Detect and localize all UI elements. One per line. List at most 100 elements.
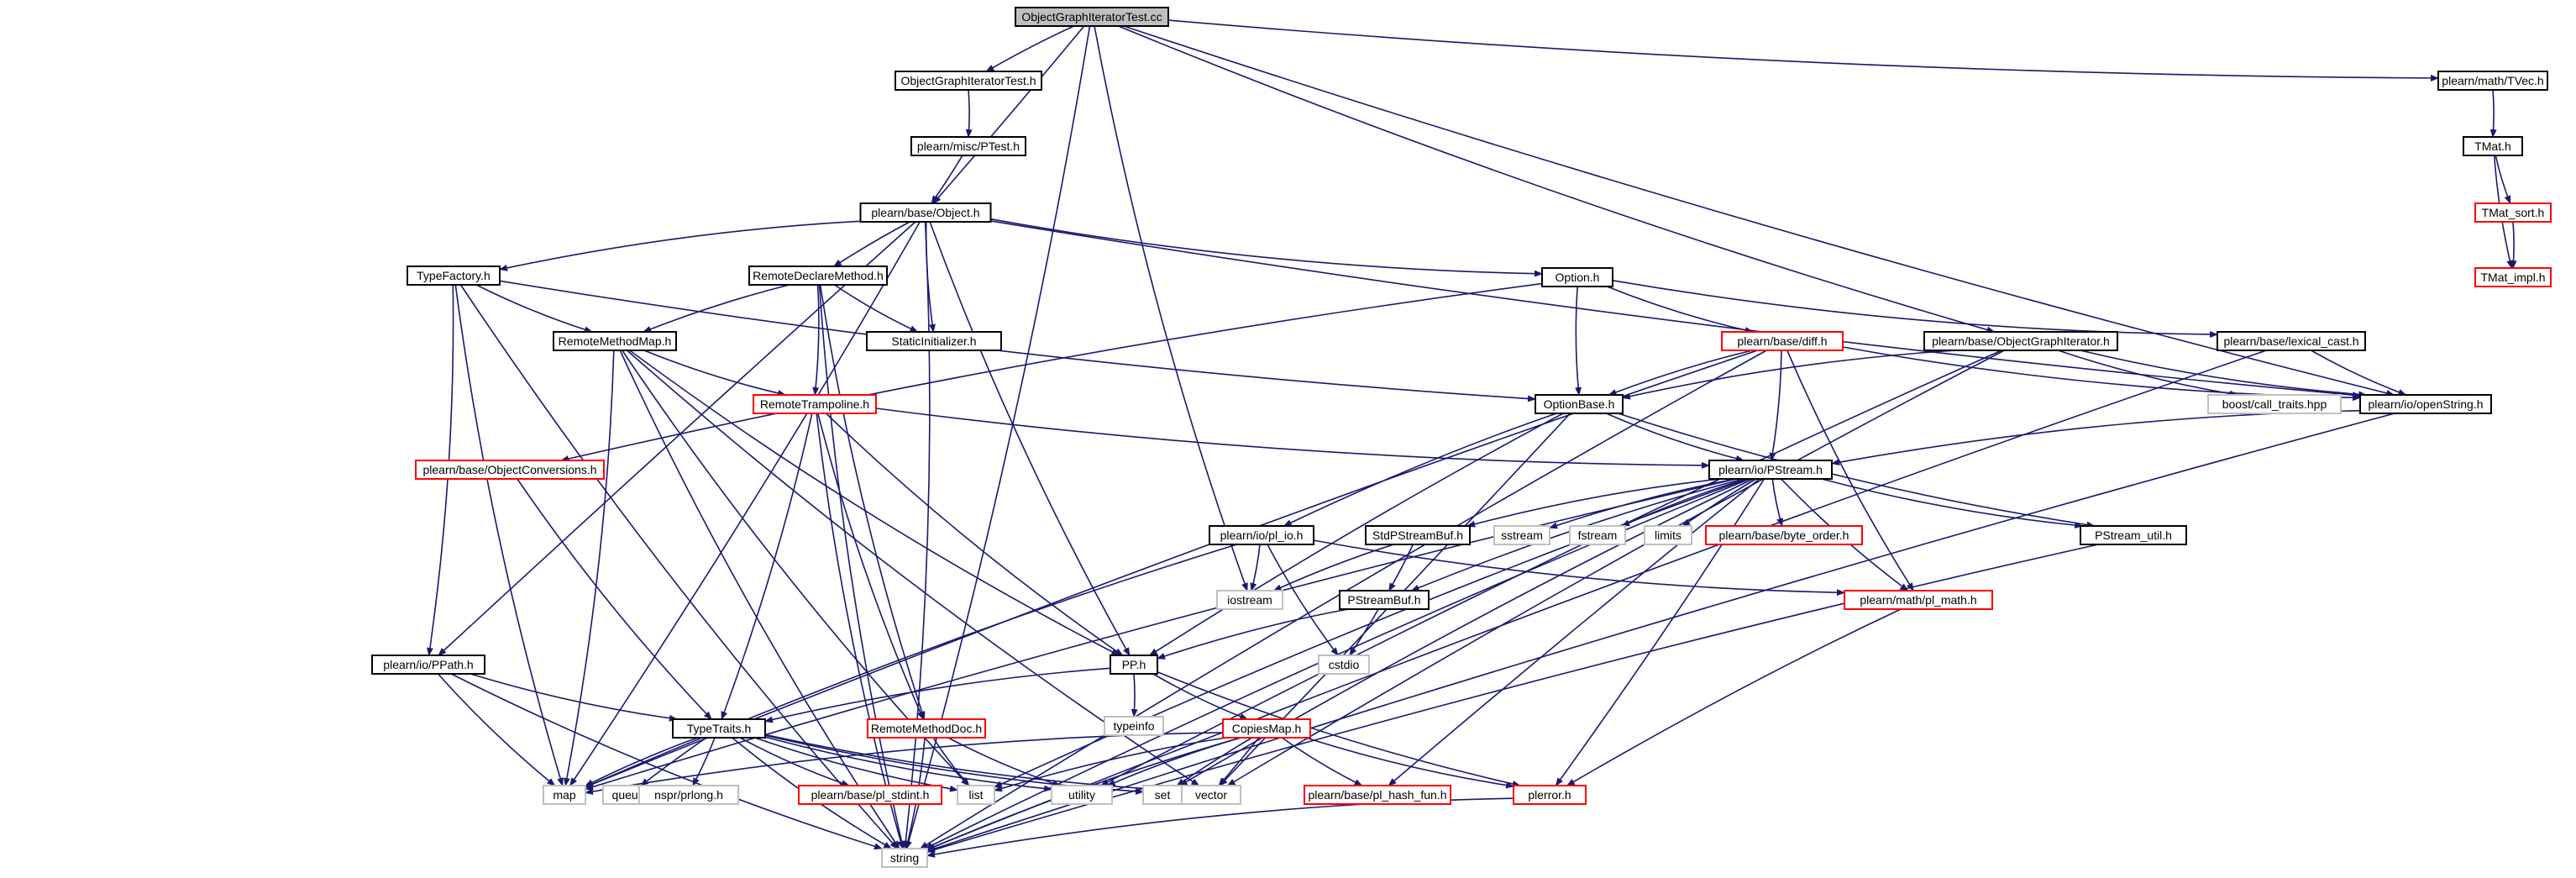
node-label-object: plearn/base/Object.h bbox=[871, 206, 979, 219]
node-diff[interactable]: plearn/base/diff.h bbox=[1721, 331, 1844, 351]
node-box-remotetramp bbox=[753, 394, 877, 414]
node-box-pstreamutil bbox=[2080, 525, 2187, 545]
node-plmath[interactable]: plearn/math/pl_math.h bbox=[1844, 590, 1993, 610]
node-label-diff: plearn/base/diff.h bbox=[1737, 334, 1827, 348]
edge-ogiter-to-calltraits bbox=[2058, 350, 2238, 397]
node-limits: limits bbox=[1644, 525, 1692, 545]
edge-diff-to-plmath bbox=[1786, 350, 1914, 591]
node-remotetramp[interactable]: RemoteTrampoline.h bbox=[753, 394, 877, 414]
node-stdpsbuf[interactable]: StdPStreamBuf.h bbox=[1365, 525, 1471, 545]
edge-optionbase-to-pstreamutil bbox=[1618, 413, 2096, 528]
edge-plmath-to-plerror bbox=[1566, 608, 1902, 786]
edge-diff-to-string bbox=[919, 350, 1767, 849]
edge-ppath-to-map bbox=[437, 673, 556, 786]
node-remotedeclare[interactable]: RemoteDeclareMethod.h bbox=[748, 266, 888, 286]
node-label-plerror: plerror.h bbox=[1528, 788, 1571, 802]
edge-diff-to-optionbase bbox=[1608, 350, 1753, 396]
node-box-stdint bbox=[798, 785, 942, 805]
node-plerror[interactable]: plerror.h bbox=[1513, 785, 1587, 805]
node-hashfun[interactable]: plearn/base/pl_hash_fun.h bbox=[1304, 785, 1451, 805]
edge-ppath-to-typetraits bbox=[470, 673, 678, 722]
node-map: map bbox=[543, 785, 586, 805]
node-list: list bbox=[957, 785, 995, 805]
node-pstreamutil[interactable]: PStream_util.h bbox=[2080, 525, 2187, 545]
node-label-ogiter: plearn/base/ObjectGraphIterator.h bbox=[1932, 334, 2110, 348]
node-byteorder[interactable]: plearn/base/byte_order.h bbox=[1705, 525, 1863, 545]
node-typetraits[interactable]: TypeTraits.h bbox=[672, 718, 766, 739]
node-box-remotemethodmap bbox=[553, 331, 677, 351]
node-label-staticinit: StaticInitializer.h bbox=[891, 334, 976, 348]
node-box-calltraits bbox=[2207, 394, 2342, 414]
edge-copiesmap-to-list bbox=[994, 737, 1226, 792]
node-box-byteorder bbox=[1705, 525, 1863, 545]
edge-ogiter-to-optionbase bbox=[1622, 350, 1956, 400]
node-optionbase[interactable]: OptionBase.h bbox=[1535, 394, 1624, 414]
edge-copiesmap-to-set bbox=[1176, 737, 1253, 786]
edge-remotemethoddoc-to-utility bbox=[947, 737, 1062, 786]
node-label-tmat_sort: TMat_sort.h bbox=[2482, 206, 2545, 219]
edge-option-to-diff bbox=[1607, 286, 1754, 334]
node-stdint[interactable]: plearn/base/pl_stdint.h bbox=[798, 785, 942, 805]
node-typefactory[interactable]: TypeFactory.h bbox=[407, 266, 501, 286]
edge-pstream-to-byteorder bbox=[1771, 478, 1784, 527]
edge-remotemethoddoc-to-list bbox=[932, 737, 970, 786]
node-object[interactable]: plearn/base/Object.h bbox=[859, 202, 992, 223]
edge-root-to-iostream bbox=[1094, 25, 1248, 591]
node-box-psbuf bbox=[1339, 590, 1430, 610]
node-label-tvec: plearn/math/TVec.h bbox=[2442, 74, 2543, 87]
node-label-psbuf: PStreamBuf.h bbox=[1347, 593, 1420, 607]
edge-remotemethodmap-to-pp bbox=[629, 350, 1120, 656]
node-label-list: list bbox=[968, 788, 983, 802]
node-tvec[interactable]: plearn/math/TVec.h bbox=[2437, 71, 2548, 91]
edge-remotemethodmap-to-remotetramp bbox=[643, 350, 787, 397]
edge-remotemethodmap-to-string bbox=[619, 350, 900, 849]
node-label-calltraits: boost/call_traits.hpp bbox=[2222, 397, 2327, 411]
edge-lexicalcast-to-openstring bbox=[2311, 350, 2407, 396]
node-fstream: fstream bbox=[1569, 525, 1626, 545]
node-label-sstream: sstream bbox=[1501, 528, 1543, 542]
edge-copiesmap-to-hashfun bbox=[1281, 737, 1363, 786]
node-ogit_h[interactable]: ObjectGraphIteratorTest.h bbox=[895, 71, 1042, 91]
node-lexicalcast[interactable]: plearn/base/lexical_cast.h bbox=[2217, 331, 2366, 351]
edge-pp-to-typetraits bbox=[764, 667, 1111, 723]
node-ptest[interactable]: plearn/misc/PTest.h bbox=[910, 136, 1026, 156]
node-label-cstdio: cstdio bbox=[1329, 658, 1360, 671]
node-tmat_sort[interactable]: TMat_sort.h bbox=[2474, 202, 2552, 223]
edge-psbuf-to-cstdio bbox=[1349, 608, 1379, 656]
node-label-fstream: fstream bbox=[1578, 528, 1618, 542]
node-label-pstreamutil: PStream_util.h bbox=[2095, 528, 2172, 542]
node-box-vector bbox=[1181, 785, 1241, 805]
node-set: set bbox=[1142, 785, 1183, 805]
node-label-map: map bbox=[553, 788, 575, 802]
node-root[interactable]: ObjectGraphIteratorTest.cc bbox=[1015, 7, 1169, 27]
edge-root-to-object bbox=[932, 25, 1085, 204]
edge-typetraits-to-map bbox=[585, 737, 698, 787]
edge-pstream-to-pstreamutil bbox=[1821, 478, 2084, 529]
node-pstream[interactable]: plearn/io/PStream.h bbox=[1708, 460, 1833, 480]
node-psbuf[interactable]: PStreamBuf.h bbox=[1339, 590, 1430, 610]
node-ppath[interactable]: plearn/io/PPath.h bbox=[371, 655, 485, 675]
node-box-iostream bbox=[1216, 590, 1283, 610]
edge-plerror-to-string bbox=[926, 797, 1514, 858]
node-objconv[interactable]: plearn/base/ObjectConversions.h bbox=[415, 460, 605, 480]
node-plio[interactable]: plearn/io/pl_io.h bbox=[1209, 525, 1314, 545]
node-option[interactable]: Option.h bbox=[1541, 267, 1613, 287]
edge-typefactory-to-map bbox=[454, 284, 564, 786]
edge-copiesmap-to-vector bbox=[1218, 737, 1260, 786]
node-openstring[interactable]: plearn/io/openString.h bbox=[2359, 394, 2492, 414]
node-tmat[interactable]: TMat.h bbox=[2463, 136, 2523, 156]
edge-remotedeclare-to-string bbox=[818, 284, 905, 849]
node-copiesmap[interactable]: CopiesMap.h bbox=[1222, 718, 1311, 739]
node-ogiter[interactable]: plearn/base/ObjectGraphIterator.h bbox=[1923, 331, 2118, 351]
node-label-ogit_h: ObjectGraphIteratorTest.h bbox=[900, 74, 1036, 87]
edge-pstream-to-limits bbox=[1681, 478, 1757, 527]
node-box-option bbox=[1541, 267, 1613, 287]
node-label-limits: limits bbox=[1655, 528, 1681, 542]
node-tmat_impl[interactable]: TMat_impl.h bbox=[2474, 267, 2552, 287]
node-pp[interactable]: PP.h bbox=[1110, 655, 1158, 675]
node-remotemethodmap[interactable]: RemoteMethodMap.h bbox=[553, 331, 677, 351]
node-staticinit[interactable]: StaticInitializer.h bbox=[866, 331, 1002, 351]
node-remotemethoddoc[interactable]: RemoteMethodDoc.h bbox=[867, 718, 986, 739]
node-string: string bbox=[881, 848, 928, 868]
